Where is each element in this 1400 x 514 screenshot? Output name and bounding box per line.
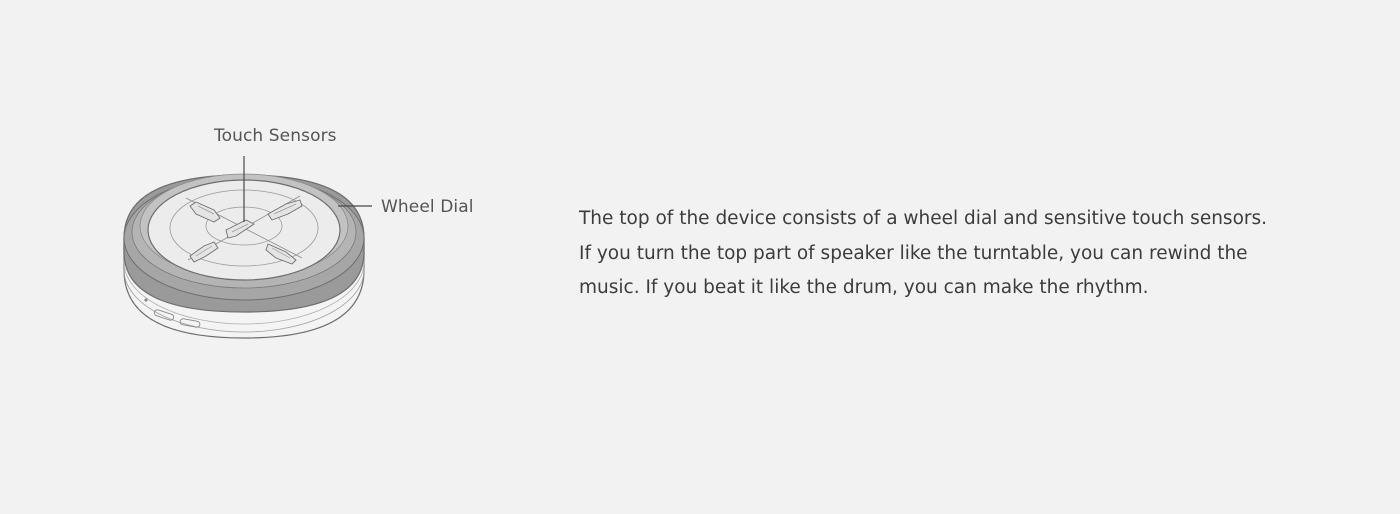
touch-sensor-1	[189, 201, 221, 223]
side-button	[153, 309, 175, 321]
description-line: music. If you beat it like the drum, you…	[579, 277, 1149, 298]
description-text: The top of the device consists of a whee…	[579, 202, 1339, 306]
touch-sensors-label: Touch Sensors	[214, 126, 337, 146]
description-line: The top of the device consists of a whee…	[579, 208, 1268, 229]
description-line: If you turn the top part of speaker like…	[579, 242, 1248, 264]
speaker-drawing	[123, 156, 372, 339]
speaker-illustration: Touch Sensors Wheel Dial	[0, 0, 560, 510]
side-port	[179, 318, 201, 328]
indicator-dot	[144, 298, 148, 302]
wheel-dial-label: Wheel Dial	[381, 197, 474, 217]
touch-sensors	[189, 199, 303, 265]
